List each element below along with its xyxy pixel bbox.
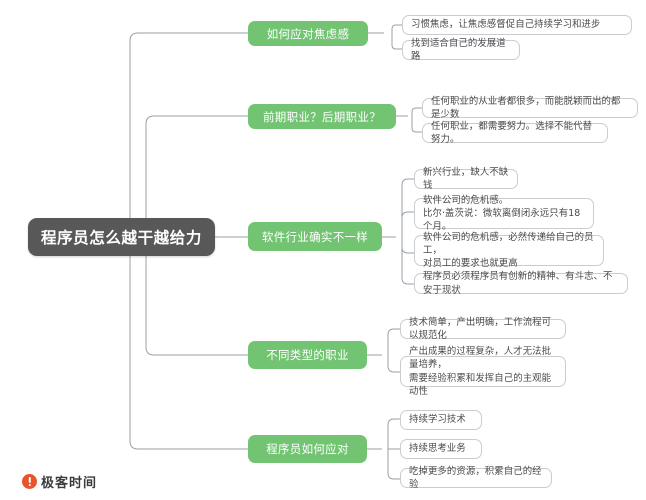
leaf-node-2-2[interactable]: 任何职业，都需要努力。选择不能代替努力。 [422,121,608,145]
branch-node-2[interactable]: 前期职业？后期职业？ [248,104,396,129]
leaf-node-4-2[interactable]: 产出成果的过程复杂，人才无法批量培养， 需要经验积累和发挥自己的主观能动性 [400,346,566,397]
branch-node-5[interactable]: 程序员如何应对 [248,435,367,463]
leaf-node-4-1[interactable]: 技术简单，产出明确，工作流程可以规范化 [400,317,566,341]
leaf-node-3-3[interactable]: 软件公司的危机感，必然传递给自己的员工， 对员工的要求也就更高 [414,232,604,269]
leaf-node-5-1[interactable]: 持续学习技术 [400,410,482,430]
leaf-node-5-2[interactable]: 持续思考业务 [400,439,482,459]
branch-node-1[interactable]: 如何应对焦虑感 [248,21,368,46]
geekbang-logo: 极客时间 [22,472,97,491]
leaf-node-1-2[interactable]: 找到适合自己的发展道路 [402,38,520,62]
leaf-node-3-4[interactable]: 程序员必须程序员有创新的精神、有斗志、不安于现状 [414,271,628,296]
geekbang-logo-icon [22,474,37,489]
geekbang-logo-text: 极客时间 [41,476,98,491]
branch-node-3[interactable]: 软件行业确实不一样 [248,222,382,251]
leaf-node-3-2[interactable]: 软件公司的危机感。 比尔·盖茨说：微软离倒闭永远只有18个月。 [414,195,594,232]
leaf-node-5-3[interactable]: 吃掉更多的资源，积累自己的经验 [400,466,552,490]
leaf-node-2-1[interactable]: 任何职业的从业者都很多，而能脱颖而出的都是少数 [422,96,638,120]
branch-node-4[interactable]: 不同类型的职业 [248,341,367,369]
leaf-node-1-1[interactable]: 习惯焦虑，让焦虑感督促自己持续学习和进步 [402,15,632,35]
root-node[interactable]: 程序员怎么越干越给力 [28,218,215,256]
leaf-node-3-1[interactable]: 新兴行业，缺人不缺钱 [414,167,518,191]
